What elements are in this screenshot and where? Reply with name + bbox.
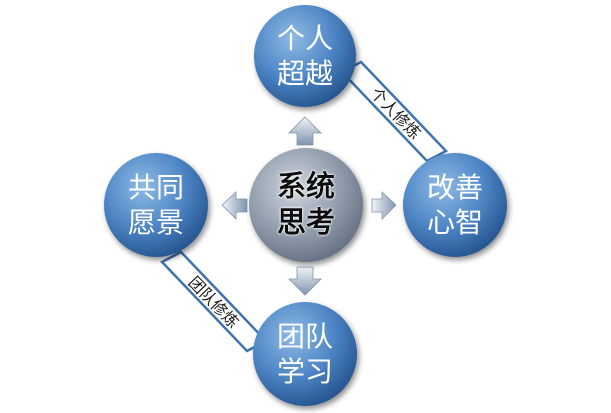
connector-label-team-discipline: 团队修炼 [185, 273, 243, 332]
connector-upper-right: 个人修炼 [339, 60, 449, 163]
center-node-systems-thinking: 系统 思考 [249, 148, 363, 262]
node-bottom-line2: 学习 [277, 355, 333, 388]
node-bottom-team-learning: 团队 学习 [253, 302, 357, 406]
center-circle [249, 148, 363, 262]
center-label-line2: 思考 [277, 205, 335, 239]
node-left-circle [104, 153, 208, 257]
node-right-mental-models: 改善 心智 [403, 153, 507, 257]
arrow-down [288, 266, 322, 296]
node-bottom-circle [253, 302, 357, 406]
node-left-line1: 共同 [128, 171, 184, 204]
arrow-up [288, 116, 322, 146]
node-top-circle [254, 5, 356, 107]
connector-label-personal-mastery: 个人修炼 [367, 84, 425, 143]
node-top-line1: 个人 [277, 22, 333, 55]
node-top-line2: 超越 [277, 57, 333, 90]
arrow-up-icon [288, 116, 322, 146]
node-right-circle [403, 153, 507, 257]
arrow-right [371, 191, 397, 220]
node-left-shared-vision: 共同 愿景 [104, 153, 208, 257]
arrow-down-icon [288, 266, 322, 296]
node-top-personal-mastery: 个人 超越 [254, 5, 356, 107]
node-right-line1: 改善 [427, 171, 483, 204]
connector-lower-left: 团队修炼 [159, 250, 269, 353]
node-right-line2: 心智 [427, 206, 483, 239]
arrow-left-icon [221, 191, 248, 220]
arrow-right-icon [371, 191, 397, 220]
center-label-line1: 系统 [277, 169, 335, 203]
arrow-left [221, 191, 248, 220]
node-left-line2: 愿景 [128, 206, 184, 239]
node-bottom-line1: 团队 [277, 320, 333, 353]
